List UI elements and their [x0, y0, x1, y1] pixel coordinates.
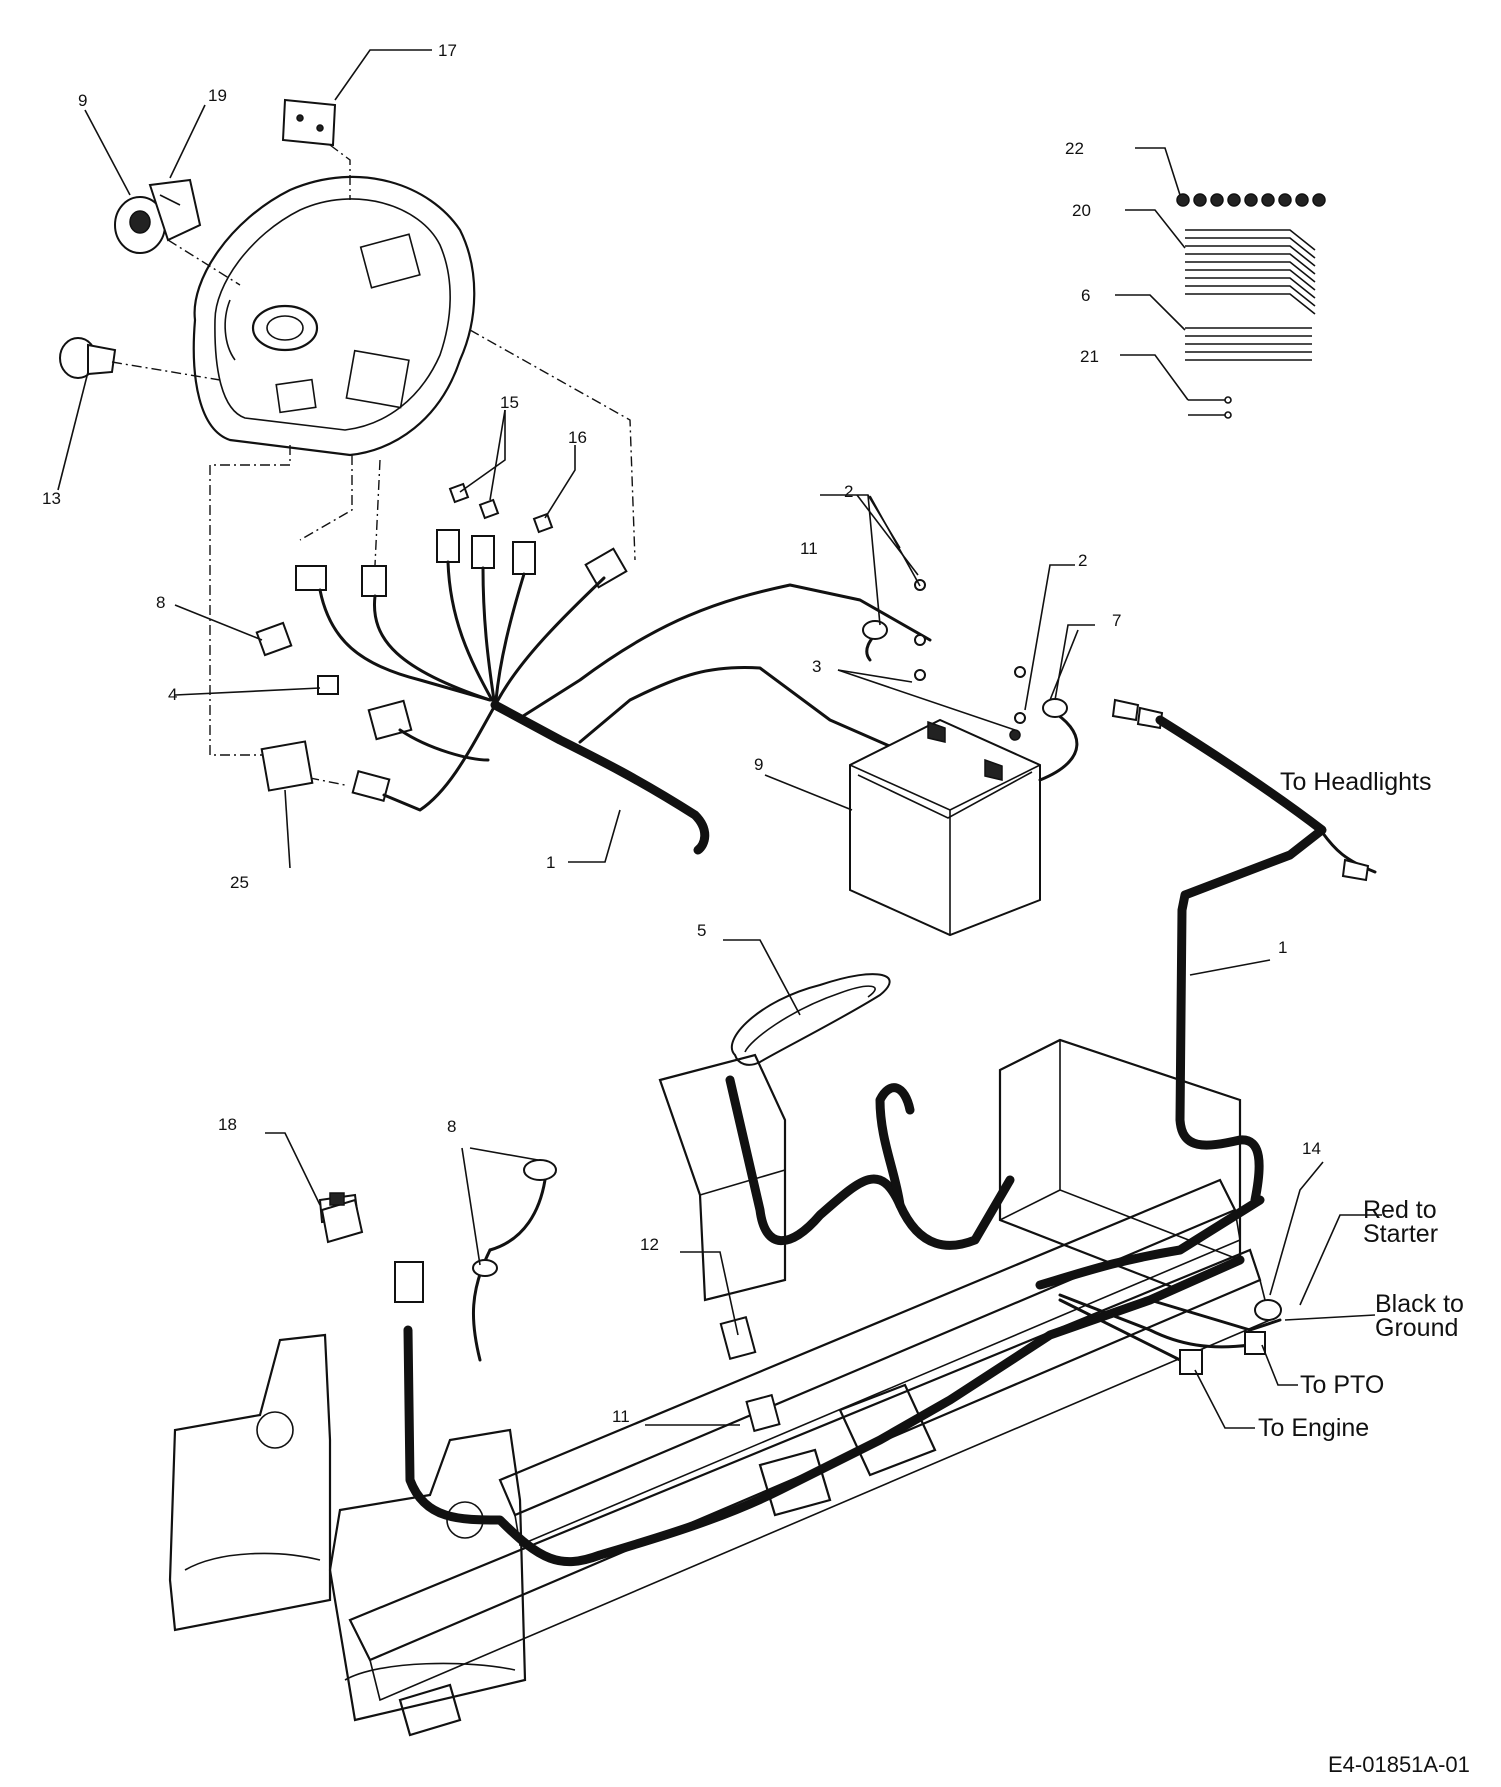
callout-2b: 2 — [1078, 551, 1087, 570]
label-to-headlights: To Headlights — [1280, 768, 1431, 796]
tractor-frame — [168, 1038, 1271, 1737]
headlight-harness — [1111, 698, 1377, 1205]
pto-switch — [320, 1192, 364, 1244]
callout-9: 9 — [754, 755, 763, 774]
battery-cables — [862, 579, 1079, 782]
callout-1b: 1 — [1278, 938, 1287, 957]
clip-row-24 — [1176, 193, 1326, 207]
label-black-to-ground-1: Black to — [1375, 1290, 1464, 1318]
callout-10: 8 — [447, 1117, 456, 1136]
drawing-reference-code: E4-01851A-01 — [1328, 1752, 1470, 1777]
battery-strap — [730, 973, 891, 1066]
callout-18: 16 — [568, 428, 587, 447]
harness-connectors — [255, 529, 628, 802]
switch-plate — [281, 98, 337, 147]
callout-14: 12 — [640, 1235, 659, 1254]
callout-7: 7 — [1112, 611, 1121, 630]
battery — [849, 718, 1041, 937]
callout-labels: 9 19 17 13 15 16 8 4 25 1 2 11 3 2 7 9 5… — [42, 41, 1321, 1426]
harness-clips — [448, 482, 554, 534]
callout-1a: 1 — [546, 853, 555, 872]
frame-components — [318, 1159, 1281, 1433]
callout-2a: 2 — [844, 482, 853, 501]
tie-row-22 — [1185, 229, 1316, 315]
callout-21: 19 — [208, 86, 227, 105]
callout-16: 14 — [1302, 1139, 1321, 1158]
callout-13: 11 — [612, 1407, 630, 1426]
destination-labels: To Headlights Red to Starter Black to Gr… — [1258, 768, 1464, 1442]
label-black-to-ground-2: Ground — [1375, 1314, 1458, 1342]
callout-20: 18 — [218, 1115, 237, 1134]
callout-25: 25 — [230, 873, 249, 892]
frame-harness — [403, 1075, 1282, 1566]
hardware-kit — [1176, 193, 1326, 419]
terminal-23 — [1188, 396, 1232, 419]
starter-solenoid — [1254, 1299, 1282, 1321]
callout-leaders — [57, 49, 1382, 1429]
callout-15: 13 — [42, 489, 61, 508]
dash-leaders — [111, 144, 636, 786]
callout-11: 9 — [78, 91, 87, 110]
callout-24: 22 — [1065, 139, 1084, 158]
callout-19: 17 — [438, 41, 457, 60]
callout-17: 15 — [500, 393, 519, 412]
callout-5: 5 — [697, 921, 706, 940]
dash-harness — [318, 560, 992, 855]
callout-22: 20 — [1072, 201, 1091, 220]
callout-8: 8 — [156, 593, 165, 612]
tie-row-6 — [1185, 327, 1312, 361]
callout-3: 3 — [812, 657, 821, 676]
ignition-switch — [114, 178, 202, 254]
label-to-engine: To Engine — [1258, 1414, 1369, 1442]
callout-4: 4 — [168, 685, 177, 704]
label-red-to-starter-1: Red to — [1363, 1196, 1437, 1224]
callout-6: 6 — [1081, 286, 1090, 305]
indicator-lamp — [59, 337, 117, 379]
dash-panel — [192, 175, 476, 457]
callout-12: 11 — [800, 539, 818, 558]
label-red-to-starter-2: Starter — [1363, 1220, 1438, 1248]
label-to-pto: To PTO — [1300, 1371, 1384, 1399]
callout-23: 21 — [1080, 347, 1099, 366]
